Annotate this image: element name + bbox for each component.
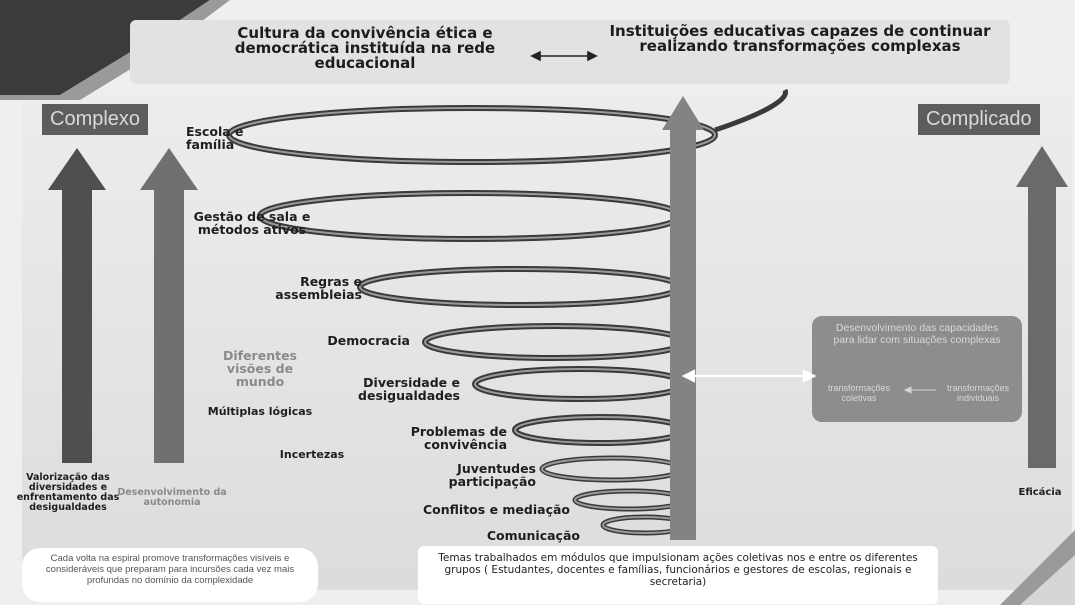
spiral-label-escola-familia: Escola e família <box>186 124 244 152</box>
arrow-autonomia <box>140 148 198 463</box>
corner-decoration-bottom-light <box>1020 555 1075 605</box>
capacities-right: transformações individuais <box>946 383 1010 403</box>
arrow-eficacia-label: Eficácia <box>1018 487 1062 498</box>
arrow-eficacia <box>1016 146 1068 468</box>
complexo-title: Complexo <box>42 104 149 135</box>
arrow-valorizacao <box>48 148 106 463</box>
complicado-title: Complicado <box>918 104 1040 135</box>
header-band <box>130 20 1010 84</box>
header-left-title: Cultura da convivência ética e democráti… <box>234 24 496 72</box>
bottom-center-note: Temas trabalhados em módulos que impulsi… <box>438 552 918 588</box>
spiral-label-gestao-sala: Gestão de sala e métodos ativos <box>193 209 311 237</box>
bottom-center-bubble <box>418 546 938 604</box>
term-diferentes-visoes: Diferentes visões de mundo <box>222 348 297 389</box>
central-axis-arrow <box>662 96 704 540</box>
spiral-label-juventudes: Juventudes participação <box>448 461 536 489</box>
spiral-label-comunicacao: Comunicação <box>486 528 580 543</box>
spiral-label-diversidade: Diversidade e desigualdades <box>358 375 460 403</box>
spiral-label-conflitos: Conflitos e mediação <box>423 502 570 517</box>
arrow-autonomia-label: Desenvolvimento da autonomia <box>117 487 227 508</box>
capacity-link-arrow <box>681 369 817 383</box>
transformations-arrow <box>903 386 936 394</box>
spiral-label-democracia: Democracia <box>327 333 410 348</box>
capacities-box <box>812 316 1022 422</box>
arrow-valorizacao-label: Valorização das diversidades e enfrentam… <box>16 472 120 513</box>
capacities-title: Desenvolvimento das capacidades para lid… <box>833 322 1001 346</box>
spiral-label-problemas: Problemas de convivência <box>410 424 507 452</box>
capacities-left: transformações coletivas <box>827 383 891 403</box>
bottom-left-note: Cada volta na espiral promove transforma… <box>45 553 295 586</box>
bottom-left-bubble <box>22 548 318 602</box>
header-double-arrow <box>530 50 598 62</box>
header-right-title: Instituições educativas capazes de conti… <box>609 22 991 55</box>
term-multiplas-logicas: Múltiplas lógicas <box>207 405 313 418</box>
term-incertezas: Incertezas <box>279 448 345 461</box>
spiral-label-regras: Regras e assembleias <box>275 274 362 302</box>
